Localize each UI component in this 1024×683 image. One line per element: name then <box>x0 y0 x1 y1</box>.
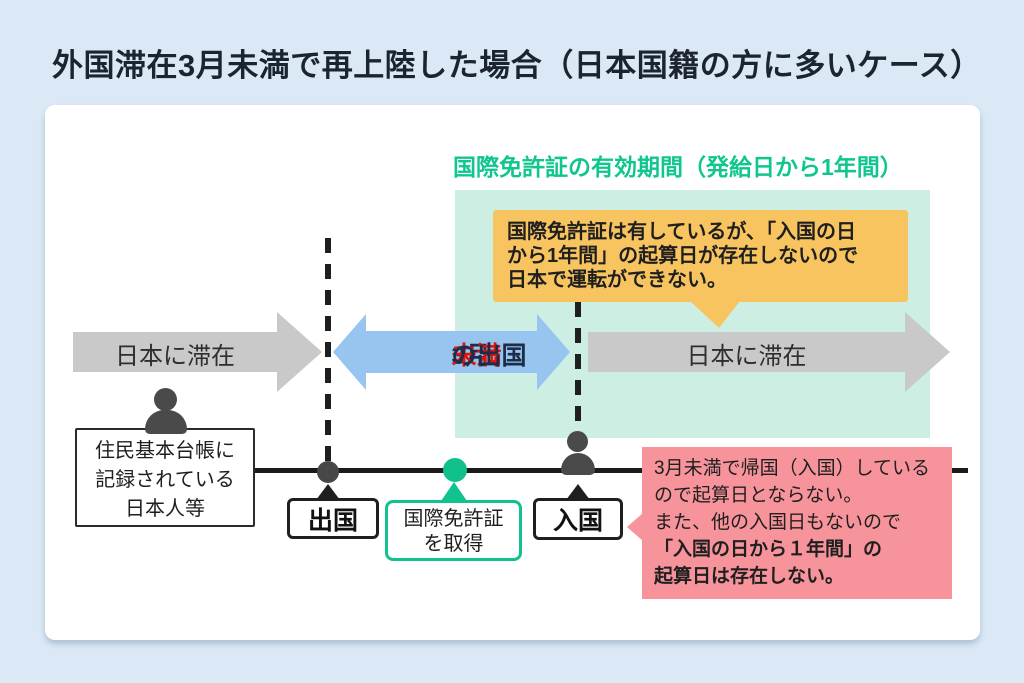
departure-dashed-line <box>325 238 331 470</box>
resident-line: 記録されている <box>95 469 235 491</box>
departure-pointer-icon <box>316 484 340 500</box>
note-line-bold: 「入国の日から１年間」の <box>654 539 883 560</box>
note-line-bold: 起算日は存在しない。 <box>654 566 845 587</box>
departure-label-box: 出国 <box>287 498 379 539</box>
note-line: また、他の入国日もないので <box>654 512 902 533</box>
entry-label-box: 入国 <box>533 498 623 540</box>
stay-left-label: 日本に滞在 <box>115 343 235 370</box>
info-card: 国際免許証の有効期間（発給日から1年間） 日本に滞在 3月未満の出国 日本に滞在… <box>45 105 980 640</box>
validity-heading: 国際免許証の有効期間（発給日から1年間） <box>453 154 903 180</box>
page-title: 外国滞在3月未満で再上陸した場合（日本国籍の方に多いケース） <box>52 48 982 83</box>
license-pointer-icon <box>441 482 467 501</box>
departure-span-suffix: の出国 <box>451 342 527 370</box>
note-line: 国際免許証は有しているが、「入国の日 <box>507 221 856 243</box>
license-line: 国際免許証 <box>403 508 504 530</box>
arrow-head-left-icon <box>333 314 366 390</box>
departure-span-highlight: 未満 <box>451 342 502 370</box>
license-label-box: 国際免許証 を取得 <box>385 500 522 561</box>
arrow-head-right-icon <box>537 314 570 390</box>
no-start-date-note: 国際免許証は有しているが、「入国の日 から1年間」の起算日が存在しないので 日本… <box>493 210 908 302</box>
stay-right-label: 日本に滞在 <box>686 343 807 370</box>
arrow-body <box>366 331 537 373</box>
departure-span-arrow: 3月未満の出国 <box>333 314 570 390</box>
timeline <box>255 468 968 473</box>
departure-dot <box>317 461 339 483</box>
arrow-head-icon <box>905 312 950 392</box>
license-line: を取得 <box>423 533 484 555</box>
departure-span-prefix: 3月 <box>451 342 491 370</box>
arrow-head-icon <box>277 312 322 392</box>
resident-register-box: 住民基本台帳に 記録されている 日本人等 <box>75 428 255 527</box>
entry-dashed-line <box>575 302 581 448</box>
resident-line: 住民基本台帳に <box>95 440 235 462</box>
stay-in-japan-left-arrow: 日本に滞在 <box>73 312 322 392</box>
note-line: から1年間」の起算日が存在しないので <box>507 245 859 267</box>
stay-in-japan-right-arrow: 日本に滞在 <box>588 312 950 392</box>
arrow-body <box>588 332 905 372</box>
entry-pointer-icon <box>566 484 590 500</box>
license-obtained-dot <box>443 458 467 482</box>
note-line: ので起算日とならない。 <box>654 485 863 506</box>
arrow-body <box>73 332 277 372</box>
note-line: 3月未満で帰国（入国）している <box>654 458 930 479</box>
pink-note-tail-icon <box>627 513 643 541</box>
note-line: 日本で運転ができない。 <box>507 269 727 291</box>
no-reckoning-date-note: 3月未満で帰国（入国）している ので起算日とならない。 また、他の入国日もないの… <box>642 447 952 599</box>
resident-line: 日本人等 <box>125 498 205 520</box>
